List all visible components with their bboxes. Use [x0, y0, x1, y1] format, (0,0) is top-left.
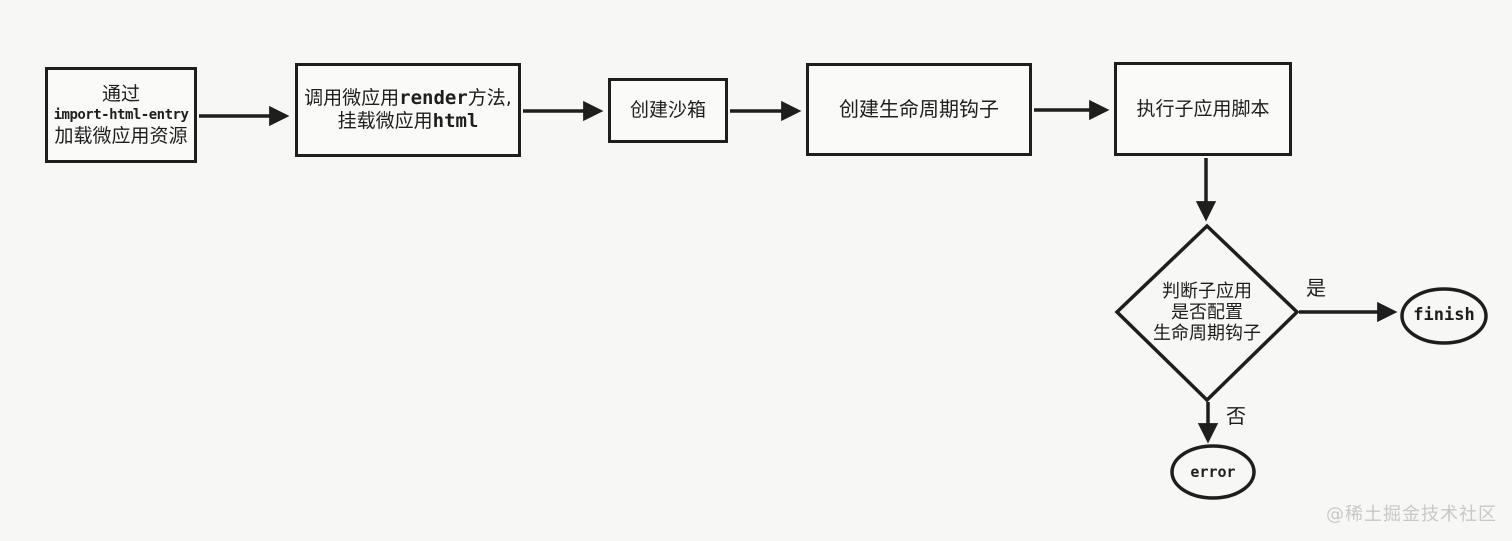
node-render-line2-zh: 挂载微应用 [337, 110, 433, 132]
node-load-line2: import-html-entry [53, 106, 189, 123]
node-load-resources: 通过 import-html-entry 加载微应用资源 [45, 67, 197, 163]
decision-text: 判断子应用 是否配置 生命周期钩子 [1117, 281, 1297, 344]
node-execute-script: 执行子应用脚本 [1114, 62, 1292, 156]
finish-ellipse [1400, 287, 1488, 345]
node-render-line2-en: html [432, 110, 479, 132]
decision-line1: 判断子应用 [1162, 281, 1252, 302]
node-render-line1-en: render [399, 87, 468, 109]
node-create-sandbox: 创建沙箱 [608, 78, 728, 143]
decision-line2: 是否配置 [1171, 302, 1243, 323]
node-render-mount: 调用微应用render方法, 挂载微应用html [295, 63, 521, 157]
node-render-line1-zh: 调用微应用 [304, 87, 400, 109]
node-execute-label: 执行子应用脚本 [1136, 97, 1270, 120]
node-sandbox-label: 创建沙箱 [629, 99, 706, 121]
node-load-line1: 通过 [101, 82, 140, 105]
error-label: error [1190, 463, 1236, 481]
decision-line3: 生命周期钩子 [1153, 323, 1261, 344]
node-lifecycle-label: 创建生命周期钩子 [839, 97, 999, 121]
watermark: @稀土掘金技术社区 [1326, 504, 1497, 525]
node-create-lifecycle-hooks: 创建生命周期钩子 [806, 63, 1032, 156]
edge-label-yes: 是 [1306, 276, 1326, 300]
node-load-line3: 加载微应用资源 [54, 124, 188, 147]
node-render-line1: 调用微应用render方法, [304, 87, 512, 110]
node-render-line1-zh2: 方法, [467, 87, 512, 109]
node-render-line2: 挂载微应用html [338, 110, 479, 133]
edge-label-no: 否 [1226, 404, 1246, 428]
error-ellipse [1170, 444, 1256, 500]
decision-diamond [1114, 223, 1300, 403]
finish-label: finish [1413, 305, 1475, 325]
